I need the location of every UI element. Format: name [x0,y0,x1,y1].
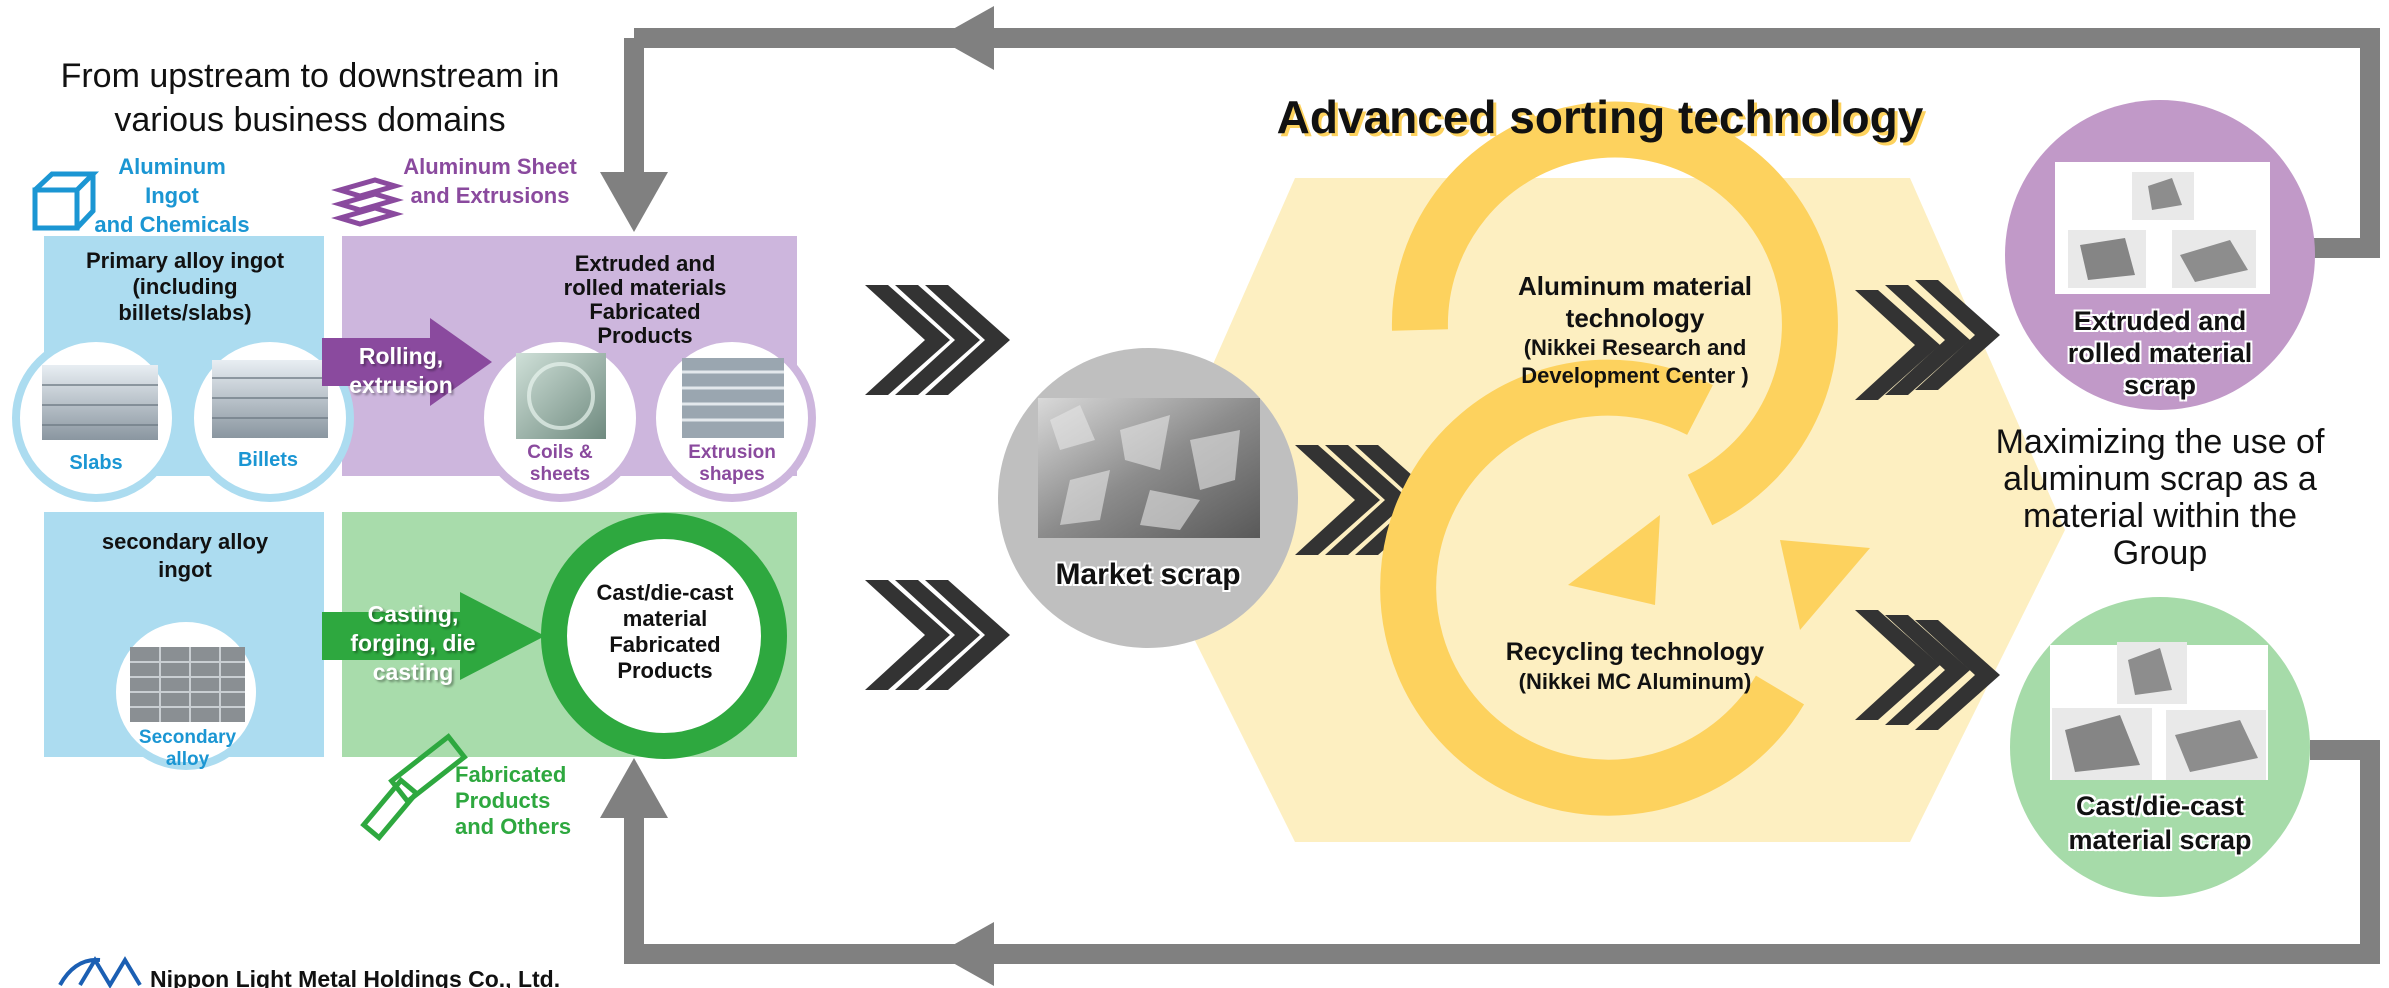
hammer-icon [360,733,468,842]
company-name: Nippon Light Metal Holdings Co., Ltd. [150,966,561,988]
page-heading: From upstream to downstream in various b… [25,54,595,142]
recycling-tech-text: Recycling technology (Nikkei MC Aluminum… [1505,638,1765,694]
coils-sheets-label: Coils & sheets [527,442,593,485]
feedback-arrowhead-bottom [937,922,994,986]
cast-ring [541,513,787,759]
chevrons-top-right [1855,280,2000,400]
rolling-arrow-label: Rolling, extrusion [349,343,453,398]
casting-arrow-label: Casting, forging, die casting [350,601,476,685]
cube-icon [32,171,100,231]
feedback-loop-top [624,28,2380,258]
ring-arrowhead-left [1568,515,1660,605]
chevrons-bottom-left [865,580,1010,690]
aluminum-tech-text: Aluminum material technology (Nikkei Res… [1517,271,1753,388]
sorting-title: Advanced sorting technology [1276,91,1924,143]
feedback-loop-bottom [624,740,2380,964]
cast-scrap-label: Cast/die-cast material scrap [2068,791,2252,855]
billets-label: Billets [237,449,299,471]
cast-materials-title: Cast/die-cast material Fabricated Produc… [596,580,734,683]
maximizing-text: Maximizing the use of aluminum scrap as … [1995,423,2325,572]
company-logo-icon [58,956,142,988]
lower-yellow-ring [1380,359,1805,816]
heading-line-2: various business domains [114,101,506,139]
casting-arrow [322,592,545,680]
ring-arrowhead-right [1780,540,1870,630]
upper-yellow-ring [1391,101,1838,526]
rolling-arrow [322,318,492,406]
secondary-ingot-title: secondary alloy ingot [101,529,269,582]
category-ingot-label: Aluminum Ingot and Chemicals [94,154,250,237]
feedback-arrowhead-top [937,6,994,70]
market-scrap-label: Market scrap [1055,558,1241,591]
heading-line-1: From upstream to downstream in [60,57,560,95]
extruded-scrap-label: Extruded and rolled material scrap [2067,306,2253,400]
category-fabricated-label: Fabricated Products and Others [455,762,572,839]
stacked-sheets-icon [331,177,404,227]
slabs-label: Slabs [69,452,123,474]
primary-ingot-title: Primary alloy ingot (including billets/s… [85,248,285,325]
feedback-arrowhead-down [600,172,668,232]
category-sheet-label: Aluminum Sheet and Extrusions [403,154,577,208]
feedback-arrowhead-up [600,758,668,818]
secondary-alloy-label: Secondary alloy [138,727,237,770]
chevrons-top-left [865,285,1010,395]
extrusion-shapes-label: Extrusion shapes [688,442,776,485]
extruded-materials-title: Extruded and rolled materials Fabricated… [563,251,727,348]
chevrons-bottom-right [1855,610,2000,730]
